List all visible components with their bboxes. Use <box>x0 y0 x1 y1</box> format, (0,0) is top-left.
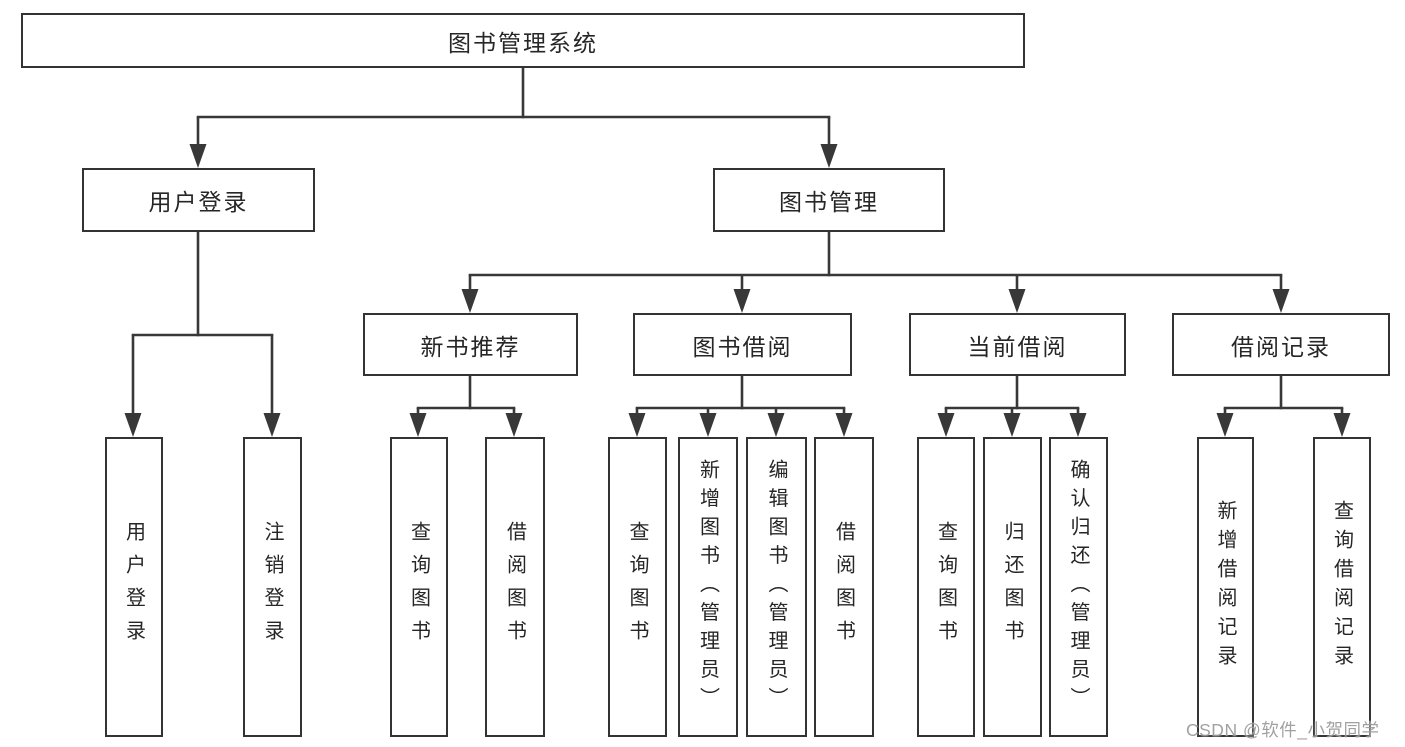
node-label: 新书推荐 <box>420 333 521 360</box>
csdn-watermark: CSDN @软件_小贺同学 <box>1186 720 1380 740</box>
leaf-add-books-admin: 新增图书（管理员） <box>678 437 738 737</box>
leaf-query-books-recommend: 查询图书 <box>390 437 448 737</box>
node-label: 当前借阅 <box>967 333 1068 360</box>
leaf-borrow-books-borrowing: 借阅图书 <box>814 437 874 737</box>
leaf-confirm-return-admin: 确认归还（管理员） <box>1049 437 1108 737</box>
node-label: 借阅记录 <box>1231 333 1331 360</box>
node-library-management-system: 图书管理系统 <box>21 13 1025 68</box>
leaf-logout: 注销登录 <box>243 437 302 737</box>
node-current-borrowing: 当前借阅 <box>909 313 1126 376</box>
node-label: 用户登录 <box>148 189 249 215</box>
leaf-user-login: 用户登录 <box>105 437 163 737</box>
leaf-query-books-borrowing: 查询图书 <box>608 437 667 737</box>
node-label: 图书借阅 <box>692 333 793 360</box>
leaf-borrow-books-recommend: 借阅图书 <box>485 437 545 737</box>
leaf-return-books: 归还图书 <box>983 437 1042 737</box>
node-borrowing-records: 借阅记录 <box>1172 313 1390 376</box>
leaf-query-books-current: 查询图书 <box>917 437 975 737</box>
node-label: 图书管理 <box>779 189 879 215</box>
leaf-edit-books-admin: 编辑图书（管理员） <box>746 437 807 737</box>
node-label: 图书管理系统 <box>448 29 598 56</box>
node-book-management: 图书管理 <box>713 168 945 232</box>
leaf-add-borrow-record: 新增借阅记录 <box>1197 437 1254 737</box>
leaf-query-borrow-record: 查询借阅记录 <box>1313 437 1371 737</box>
node-user-login: 用户登录 <box>82 168 315 232</box>
node-book-borrowing: 图书借阅 <box>633 313 852 376</box>
node-new-book-recommendation: 新书推荐 <box>363 313 578 376</box>
